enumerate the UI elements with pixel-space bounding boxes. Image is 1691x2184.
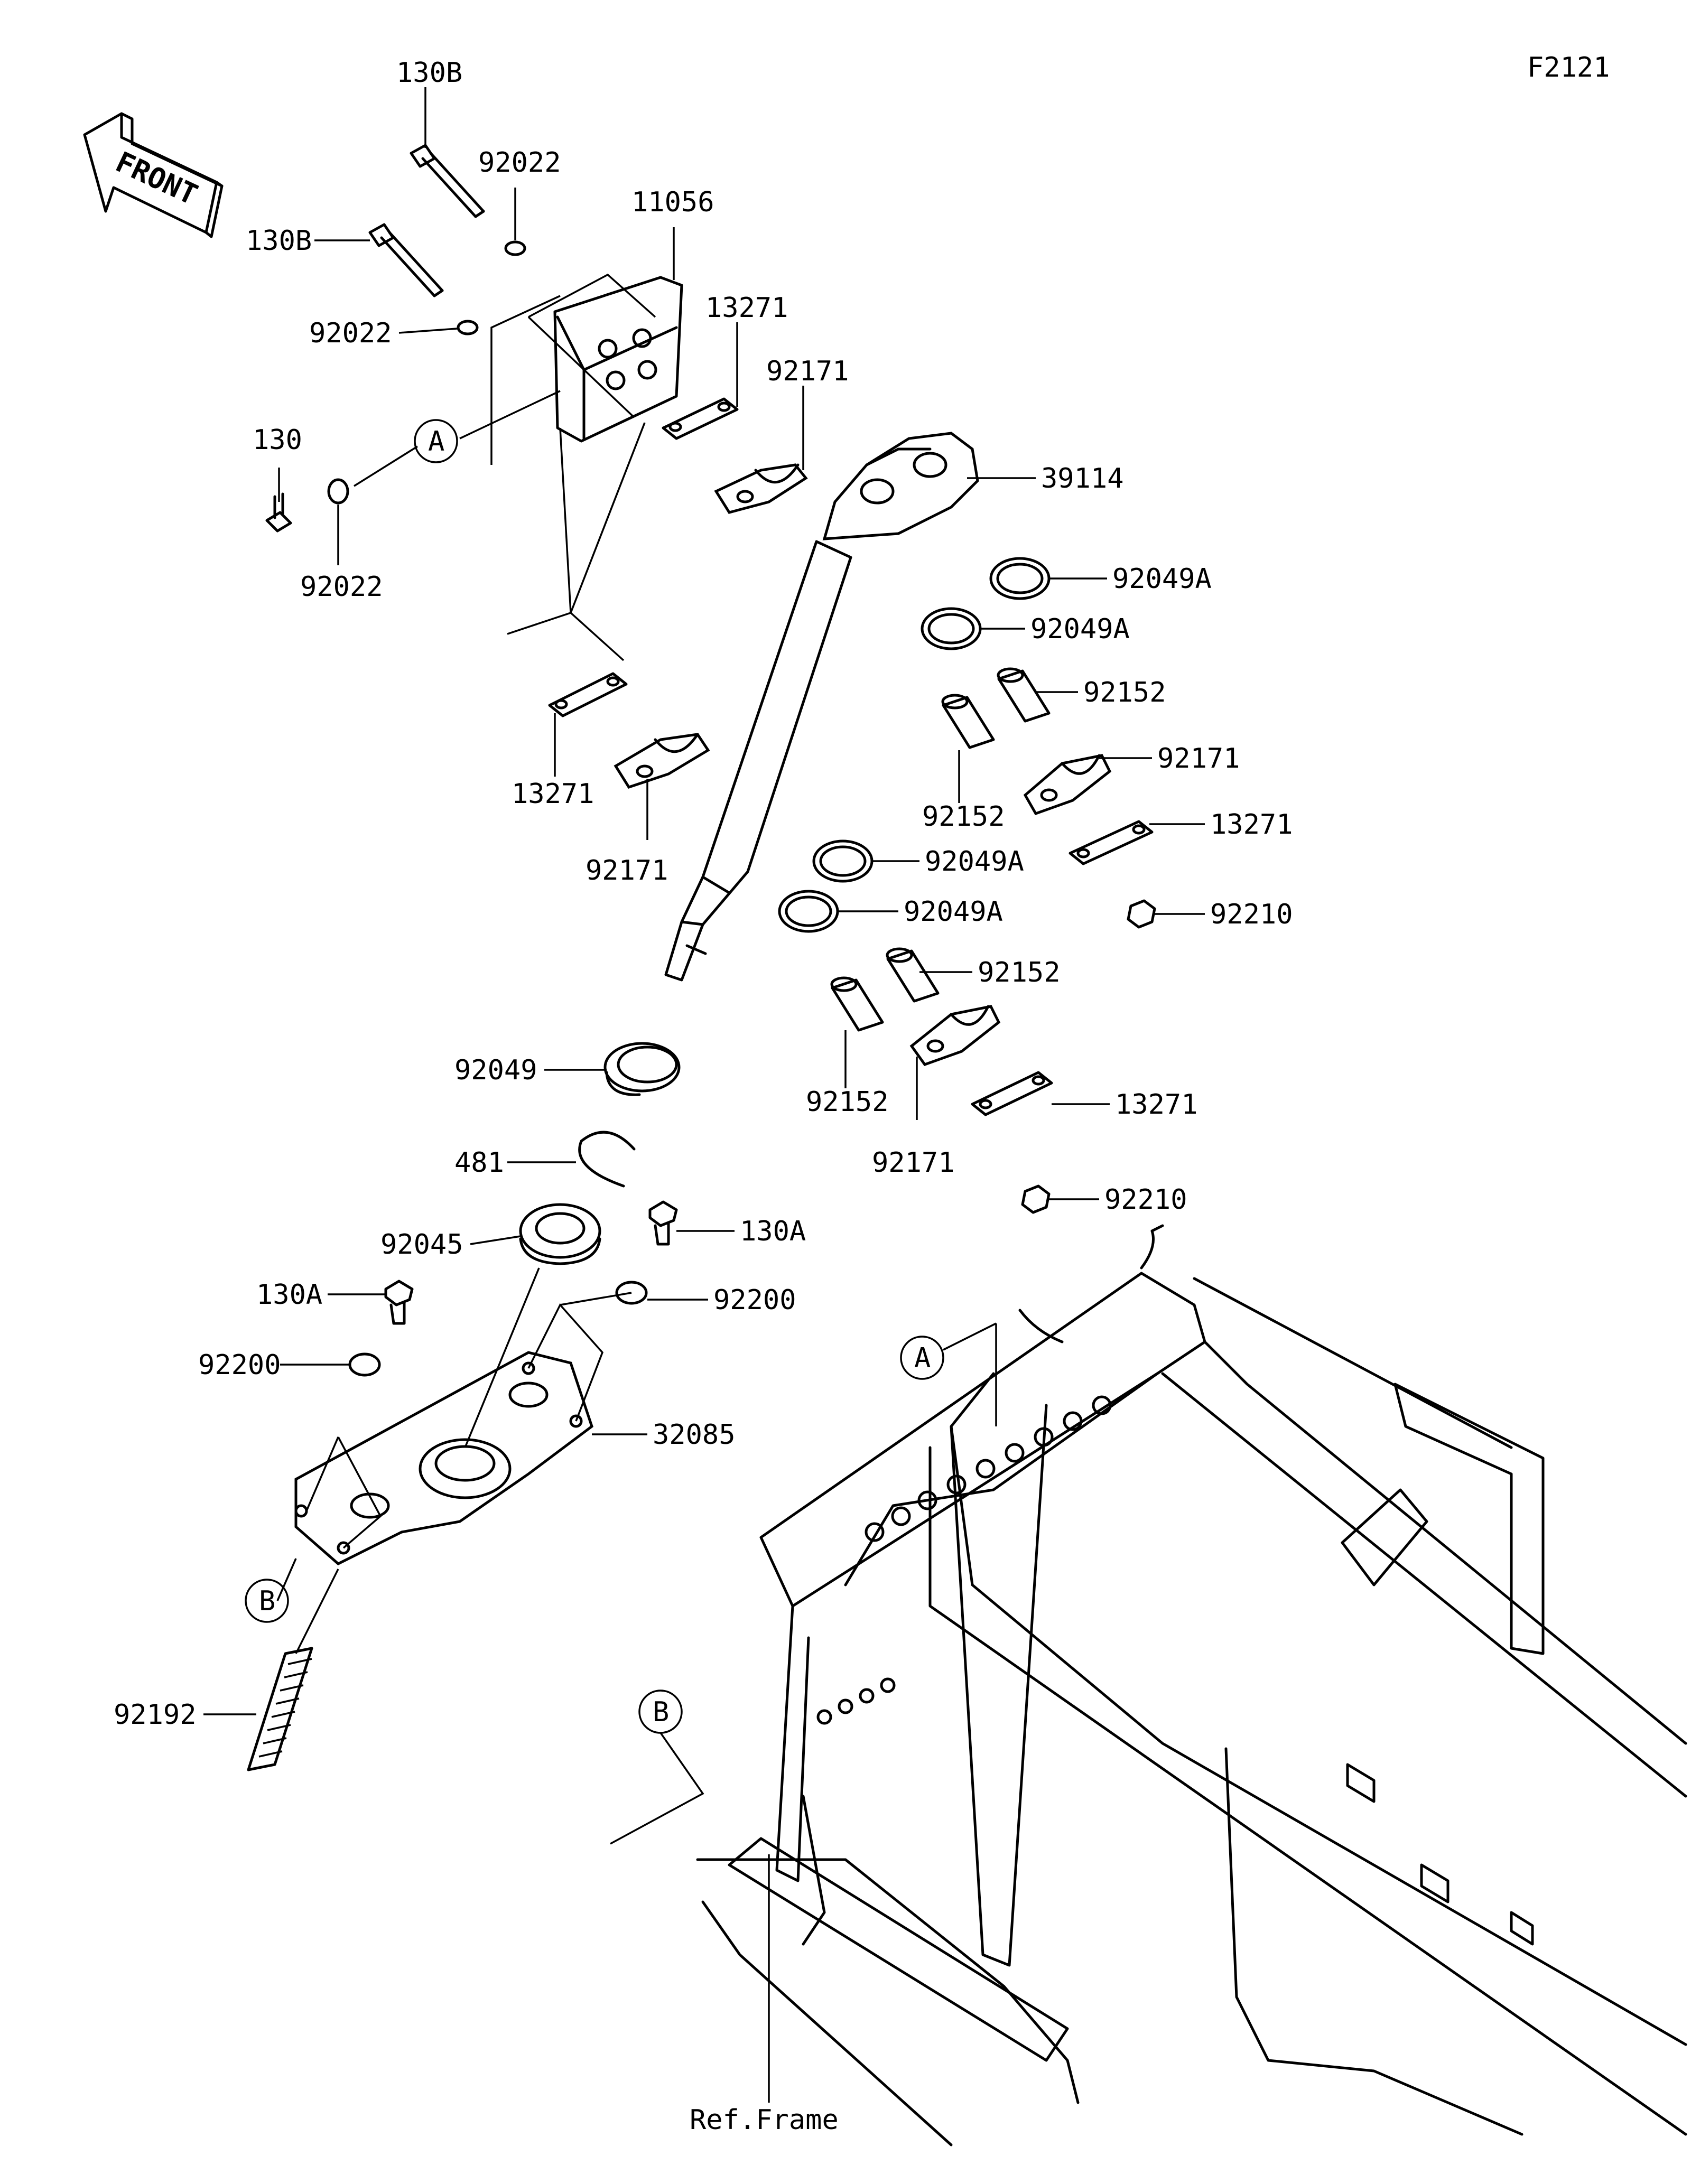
seal-92049	[603, 1042, 681, 1096]
label-92171-right: 92171	[1157, 743, 1240, 774]
ref-circle-a-upper: A	[414, 419, 458, 463]
label-92192: 92192	[114, 1699, 197, 1731]
label-ref-frame: Ref.Frame	[690, 2104, 839, 2136]
svg-text:B: B	[653, 1696, 669, 1728]
bolt-130a-right	[648, 1200, 678, 1246]
washer-92022-top	[504, 240, 526, 256]
label-92171-left: 92171	[586, 855, 668, 886]
label-130b-left: 130B	[246, 225, 312, 257]
ref-circle-a-frame: A	[900, 1336, 944, 1380]
frame-reference	[696, 1224, 1687, 2146]
label-13271-upper: 13271	[705, 292, 788, 324]
label-92152-1: 92152	[1083, 677, 1166, 708]
label-92049a-1: 92049A	[1112, 563, 1212, 595]
washer-92022-low	[327, 478, 349, 505]
svg-text:A: A	[914, 1342, 931, 1374]
label-13271-low: 13271	[1115, 1089, 1198, 1121]
holder-92171-upper	[714, 463, 808, 514]
svg-text:B: B	[259, 1585, 275, 1617]
part-labels: 130B 92022 11056 130B 13271 92022 92171 …	[114, 57, 1293, 2136]
label-32085: 32085	[653, 1419, 736, 1451]
bushing-92049a-2	[921, 607, 982, 650]
label-130a-right: 130A	[740, 1216, 806, 1247]
label-92152-2: 92152	[922, 801, 1005, 833]
leader-lines	[203, 87, 1205, 2103]
bracket-11056	[553, 276, 683, 443]
collar-92152-1	[997, 667, 1051, 723]
nut-92210-2	[1021, 1184, 1051, 1214]
label-11056: 11056	[631, 186, 714, 218]
bearing-92045	[519, 1203, 601, 1265]
holder-92171-low	[909, 1005, 1001, 1066]
label-130a-left: 130A	[256, 1279, 322, 1311]
label-92171-upper: 92171	[766, 356, 849, 387]
label-92045: 92045	[380, 1229, 463, 1261]
label-13271-right: 13271	[1210, 809, 1293, 841]
label-92022-top: 92022	[478, 147, 561, 179]
figure-code: F2121	[1527, 52, 1610, 83]
label-92049a-4: 92049A	[904, 896, 1003, 928]
label-92049: 92049	[454, 1054, 537, 1086]
label-92022-mid: 92022	[309, 318, 392, 349]
alignment-lines-lower	[295, 1267, 632, 1654]
washer-92200-left	[348, 1352, 381, 1377]
collar-92152-4	[830, 976, 884, 1032]
front-arrow-icon: FRONT	[83, 112, 224, 238]
circlip-481	[578, 1131, 636, 1188]
label-92200-left: 92200	[198, 1349, 281, 1381]
plate-13271-upper	[662, 397, 739, 440]
bushing-92049a-4	[778, 890, 839, 933]
bolt-130b-left	[368, 223, 444, 297]
stud-92192	[247, 1647, 313, 1771]
label-92171-low: 92171	[872, 1147, 955, 1179]
bolt-130	[265, 492, 292, 533]
holder-92171-left	[614, 733, 710, 789]
collar-92152-3	[886, 947, 940, 1003]
label-92152-3: 92152	[978, 957, 1061, 988]
label-92210-1: 92210	[1210, 899, 1293, 930]
bushing-92049a-1	[989, 557, 1051, 600]
label-92049a-3: 92049A	[925, 846, 1024, 878]
label-92152-4: 92152	[806, 1086, 889, 1118]
label-92022-low: 92022	[300, 571, 383, 603]
washer-92022-mid	[457, 320, 479, 335]
ref-circle-b-lower: B	[245, 1579, 289, 1623]
plate-13271-low	[971, 1071, 1053, 1116]
label-130b-top: 130B	[396, 57, 462, 89]
bolt-130b-top	[410, 144, 485, 218]
alignment-lines-upper	[490, 273, 656, 661]
label-13271-left: 13271	[512, 778, 594, 810]
label-39114: 39114	[1041, 463, 1124, 494]
plate-13271-left	[548, 672, 628, 717]
collar-92152-2	[941, 694, 995, 749]
ref-circle-b-frame: B	[638, 1690, 683, 1734]
label-92200-right: 92200	[713, 1284, 796, 1316]
label-130: 130	[253, 424, 302, 456]
svg-text:A: A	[428, 426, 444, 458]
bushing-92049a-3	[812, 839, 874, 883]
label-92210-2: 92210	[1104, 1184, 1187, 1216]
nut-92210-1	[1127, 899, 1156, 929]
bolt-130a-left	[384, 1280, 414, 1325]
steering-shaft	[664, 432, 979, 982]
plate-32085	[294, 1351, 593, 1565]
plate-13271-right	[1069, 820, 1154, 865]
label-481: 481	[454, 1147, 504, 1179]
washer-92200-right	[615, 1281, 648, 1305]
holder-92171-right	[1023, 754, 1112, 816]
label-92049a-2: 92049A	[1030, 613, 1130, 645]
